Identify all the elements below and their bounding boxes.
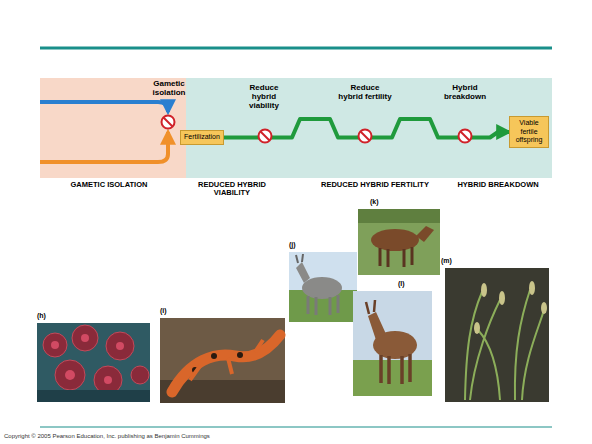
label-text: (i) xyxy=(160,307,167,314)
process-box: Viable fertile offspring xyxy=(509,116,549,148)
barrier-label: Gametic isolation xyxy=(138,80,200,98)
salamander-photo xyxy=(160,318,285,403)
barrier-symbol xyxy=(162,116,472,143)
label-text: (h) xyxy=(37,312,46,319)
barrier-label: Reduce hybrid viability xyxy=(238,84,290,110)
label-text: (m) xyxy=(441,257,452,264)
box-text: Viable fertile offspring xyxy=(512,119,546,144)
panel-letter: (m) xyxy=(441,257,465,265)
rule-line xyxy=(40,427,552,428)
horse-photo xyxy=(358,209,440,275)
rule-line xyxy=(40,47,552,50)
process-box: Fertilization xyxy=(180,130,224,145)
gamete-path xyxy=(40,102,168,112)
label-text: Copyright © 2005 Pearson Education, Inc.… xyxy=(4,433,210,439)
panel-letter: (k) xyxy=(370,198,394,206)
box-text: Fertilization xyxy=(184,133,220,141)
panel-letter: (l) xyxy=(398,280,422,288)
panel-letter: (j) xyxy=(289,241,313,249)
panel-letter: (i) xyxy=(160,307,184,315)
section-heading: GAMETIC ISOLATION xyxy=(44,181,174,189)
section-heading: REDUCED HYBRID VIABILITY xyxy=(186,181,278,198)
section-heading: REDUCED HYBRID FERTILITY xyxy=(300,181,450,189)
label-text: (l) xyxy=(398,280,405,287)
label-text: Gametic isolation xyxy=(153,79,186,97)
barrier-label: Reduce hybrid fertility xyxy=(338,84,392,102)
prezygotic-band xyxy=(40,78,186,178)
section-heading: HYBRID BREAKDOWN xyxy=(448,181,548,189)
label-text: (k) xyxy=(370,198,379,205)
copyright-note: Copyright © 2005 Pearson Education, Inc.… xyxy=(4,433,404,440)
label-text: REDUCED HYBRID FERTILITY xyxy=(321,180,429,189)
postzygotic-band xyxy=(186,78,552,178)
label-text: REDUCED HYBRID VIABILITY xyxy=(198,180,266,197)
label-text: Reduce hybrid fertility xyxy=(338,83,391,101)
mule-photo xyxy=(353,291,432,396)
sea-urchin-photo xyxy=(37,323,150,402)
rice-photo xyxy=(445,268,549,402)
label-text: HYBRID BREAKDOWN xyxy=(457,180,538,189)
gamete-path xyxy=(40,132,168,162)
label-text: GAMETIC ISOLATION xyxy=(71,180,148,189)
panel-letter: (h) xyxy=(37,312,61,320)
barrier-label: Hybrid breakdown xyxy=(438,84,492,102)
donkey-photo xyxy=(289,252,357,322)
label-text: (j) xyxy=(289,241,296,248)
label-text: Hybrid breakdown xyxy=(444,83,486,101)
label-text: Reduce hybrid viability xyxy=(249,83,279,110)
